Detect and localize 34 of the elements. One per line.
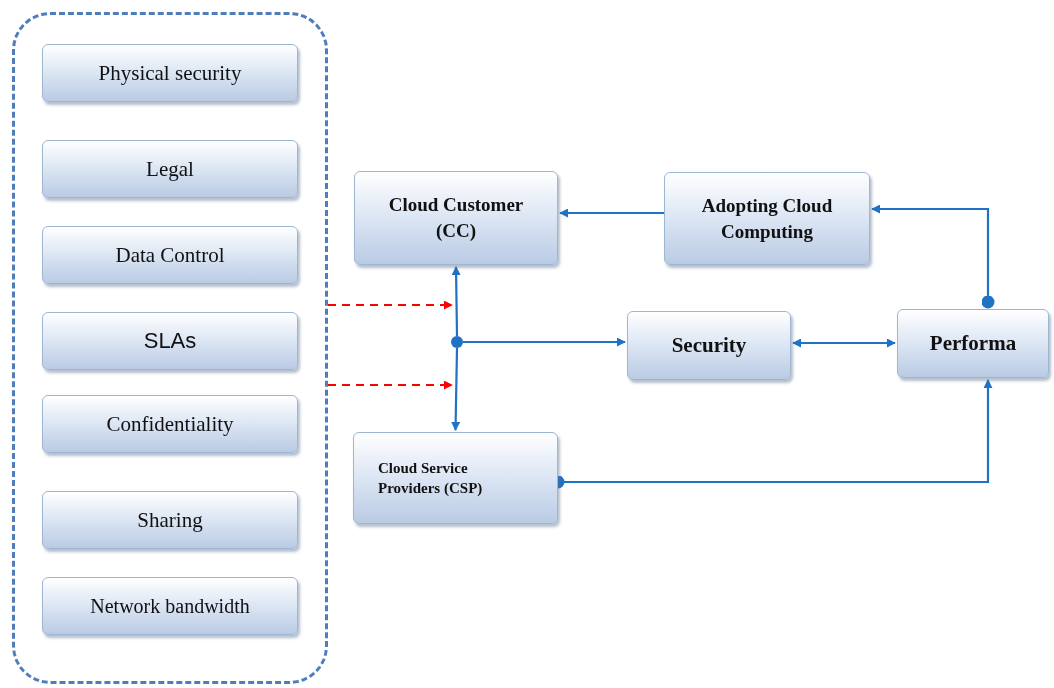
arrow <box>559 208 664 218</box>
box-label: Sharing <box>137 506 203 534</box>
junction-dot <box>451 336 463 348</box>
process-box <box>42 44 298 102</box>
box-label: Legal <box>146 155 194 183</box>
arrow <box>451 266 461 336</box>
process-box <box>627 311 791 380</box>
box-label: Confidentiality <box>106 410 234 438</box>
process-box <box>42 395 298 453</box>
arrow <box>451 348 461 431</box>
process-box <box>42 577 298 635</box>
dashed-arrow <box>328 380 453 390</box>
arrow <box>871 204 995 309</box>
box-label: Security <box>671 332 747 360</box>
process-box <box>42 140 298 198</box>
box-label: Network bandwidth <box>90 593 250 619</box>
process-box <box>42 312 298 370</box>
process-box <box>664 172 870 265</box>
box-label: Data Control <box>115 241 225 269</box>
process-box <box>897 309 1049 378</box>
process-box <box>353 432 558 524</box>
box-label: Cloud Customer (CC) <box>387 193 525 243</box>
process-box <box>42 491 298 549</box>
box-label: Adopting Cloud Computing <box>700 193 834 244</box>
box-label: Physical security <box>98 59 242 87</box>
arrow <box>792 338 896 348</box>
process-box <box>42 226 298 284</box>
arrow <box>463 337 626 347</box>
dashed-group-frame <box>12 12 328 684</box>
box-label: Performa <box>929 330 1017 358</box>
dashed-arrow <box>328 300 453 310</box>
box-label: Cloud Service Providers (CSP) <box>378 458 484 498</box>
process-box <box>354 171 558 265</box>
box-label: SLAs <box>143 327 197 356</box>
